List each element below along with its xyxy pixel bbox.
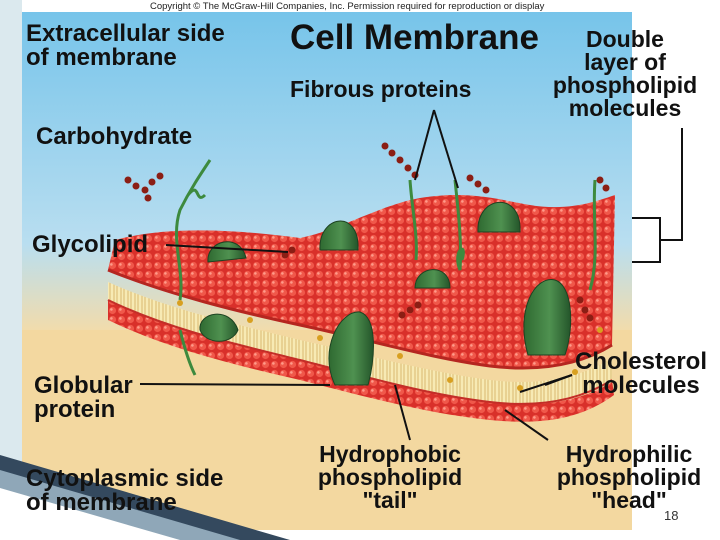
label-cholesterol-molecules: Cholesterol molecules <box>574 348 708 399</box>
leader-lines <box>139 109 683 441</box>
upper-head-layer <box>108 195 615 369</box>
tail-layer <box>108 282 612 405</box>
label-cytoplasmic-side: Cytoplasmic side of membrane <box>26 465 224 516</box>
label-fibrous-proteins: Fibrous proteins <box>290 76 472 102</box>
label-globular-protein: Globular protein <box>34 372 133 423</box>
label-double-layer: Double layer of phospholipid molecules <box>552 26 698 121</box>
page-number: 18 <box>664 508 679 523</box>
copyright-notice: Copyright © The McGraw-Hill Companies, I… <box>150 1 545 12</box>
left-border-strip <box>0 0 22 540</box>
cholesterol-molecules <box>177 300 603 391</box>
label-glycolipid: Glycolipid <box>32 231 149 258</box>
label-extracellular-side: Extracellular side of membrane <box>26 20 225 71</box>
carbohydrate-chains <box>124 142 610 322</box>
lower-head-layer <box>108 300 614 422</box>
globular-proteins <box>199 201 572 386</box>
fibrous-protein-strands <box>175 159 597 376</box>
label-carbohydrate: Carbohydrate <box>36 123 193 150</box>
label-hydrophilic-head: Hydrophilic phospholipid "head" <box>556 441 702 513</box>
diagram-title: Cell Membrane <box>290 18 539 57</box>
label-hydrophobic-tail: Hydrophobic phospholipid "tail" <box>317 441 463 513</box>
top-white-band <box>22 0 632 12</box>
